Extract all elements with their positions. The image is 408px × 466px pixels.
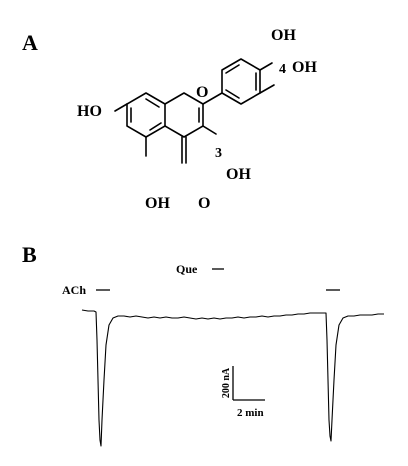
- current-trace: [81, 309, 384, 447]
- c3-oh-bond: [202, 125, 217, 135]
- ring-b-double-3: [225, 89, 240, 99]
- c3-prime-oh-bond: [259, 62, 273, 71]
- label-que: Que: [176, 262, 198, 276]
- quercetin-structure: OH 4 OH HO O 3 OH OH O: [77, 27, 317, 212]
- label-oh-right: OH: [292, 59, 317, 76]
- label-oh-bottom: OH: [145, 195, 170, 212]
- panel-a: A OH 4 OH: [22, 27, 317, 212]
- label-carbonyl-o: O: [198, 195, 210, 212]
- ring-b-bonds: [221, 58, 261, 105]
- label-ring-o: O: [196, 84, 208, 101]
- panel-b-letter: B: [22, 242, 37, 267]
- ring-a-double-1: [149, 122, 162, 131]
- ring-c-bonds: [164, 92, 204, 138]
- c7-oh-bond: [114, 103, 128, 112]
- label-ho-left: HO: [77, 103, 102, 120]
- scale-label-current: 200 nA: [221, 367, 232, 398]
- label-num-3: 3: [215, 146, 222, 161]
- label-ach: ACh: [62, 283, 86, 297]
- label-oh-top: OH: [271, 27, 296, 44]
- label-num-4: 4: [279, 62, 286, 77]
- panel-b: B Que ACh 200 nA 2 min: [22, 242, 384, 447]
- c4-prime-oh-bond: [259, 84, 275, 94]
- panel-a-letter: A: [22, 30, 38, 55]
- label-oh-c3: OH: [226, 166, 251, 183]
- ring-b-double-1: [225, 64, 240, 74]
- scale-label-time: 2 min: [237, 407, 264, 419]
- ring-a-double-3: [145, 98, 160, 108]
- ring-bc-link: [202, 92, 223, 105]
